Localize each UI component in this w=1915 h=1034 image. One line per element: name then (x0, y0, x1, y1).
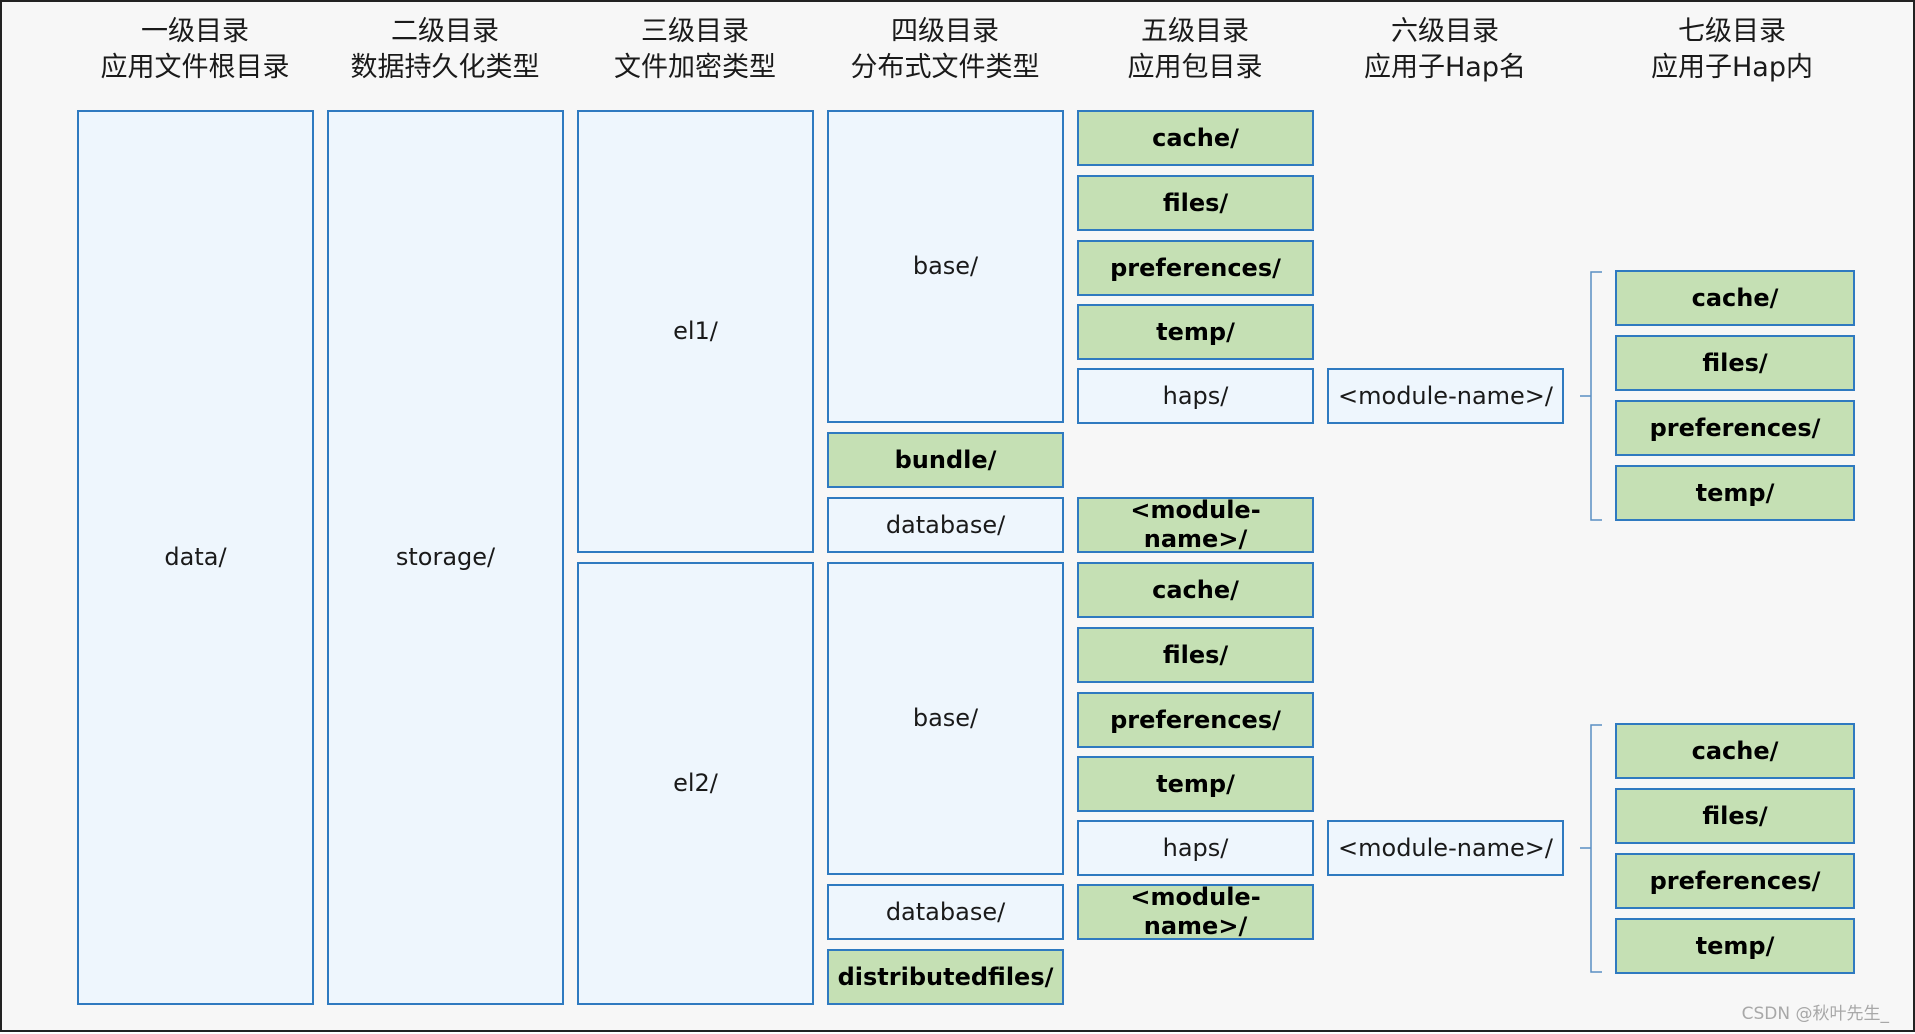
header-level-4-subtitle: 分布式文件类型 (850, 52, 1040, 83)
dir-storage-label: storage/ (395, 543, 496, 571)
dir-el1-database-module-name-line1: <module- (1130, 496, 1261, 524)
header-level-2: 二级目录 数据持久化类型 (315, 14, 575, 86)
dir-el1-base-files-label: files/ (1162, 188, 1229, 217)
dir-el1-base-haps-label: haps/ (1162, 381, 1229, 410)
dir-storage: storage/ (327, 110, 564, 1005)
dir-el1-database-module-name: <module- name>/ (1077, 496, 1314, 553)
header-level-3-subtitle: 文件加密类型 (614, 52, 776, 83)
header-level-6: 六级目录 应用子Hap名 (1315, 14, 1575, 86)
dir-el2: el2/ (577, 562, 814, 1005)
dir-el1-base-temp-label: temp/ (1156, 317, 1235, 346)
dir-el2-database-module-name-line2: name>/ (1143, 912, 1248, 940)
dir-el2-module-files: files/ (1615, 788, 1855, 844)
dir-el1-label: el1/ (673, 317, 718, 345)
header-level-2-title: 二级目录 (391, 16, 499, 47)
dir-el1-base-files: files/ (1077, 175, 1314, 231)
dir-el2-database: database/ (827, 884, 1064, 940)
dir-el1-database: database/ (827, 497, 1064, 553)
dir-el1-base-cache: cache/ (1077, 110, 1314, 166)
dir-el1-base-label: base/ (912, 252, 979, 280)
dir-el1-base: base/ (827, 110, 1064, 423)
dir-el2-module-cache: cache/ (1615, 723, 1855, 779)
dir-el1-module-cache-label: cache/ (1691, 283, 1779, 312)
dir-el1-module-preferences: preferences/ (1615, 400, 1855, 456)
header-level-2-subtitle: 数据持久化类型 (350, 52, 540, 83)
dir-el1-base-temp: temp/ (1077, 304, 1314, 360)
header-level-1-title: 一级目录 (141, 16, 249, 47)
dir-el2-haps-module-name: <module-name>/ (1327, 820, 1564, 876)
dir-el2-base-label: base/ (912, 704, 979, 732)
dir-el2-base-temp: temp/ (1077, 756, 1314, 812)
dir-data-label: data/ (164, 543, 227, 571)
dir-el2-base-cache: cache/ (1077, 562, 1314, 618)
dir-el1-base-cache-label: cache/ (1152, 123, 1239, 152)
header-level-4: 四级目录 分布式文件类型 (815, 14, 1075, 86)
dir-el2-base-preferences-label: preferences/ (1110, 705, 1281, 734)
dir-el1-database-module-name-line2: name>/ (1143, 525, 1248, 553)
dir-el2-database-label: database/ (885, 897, 1006, 926)
header-level-6-title: 六级目录 (1391, 16, 1499, 47)
dir-el2-distributedfiles: distributedfiles/ (827, 949, 1064, 1005)
dir-el2-module-preferences: preferences/ (1615, 853, 1855, 909)
dir-el1-module-preferences-label: preferences/ (1649, 413, 1821, 442)
dir-el2-base-haps-label: haps/ (1162, 833, 1229, 862)
dir-el2-base-temp-label: temp/ (1156, 769, 1235, 798)
dir-el1-base-preferences: preferences/ (1077, 240, 1314, 296)
dir-el1-bundle: bundle/ (827, 432, 1064, 488)
dir-el1-module-files: files/ (1615, 335, 1855, 391)
dir-el2-module-files-label: files/ (1702, 801, 1768, 830)
header-level-5-title: 五级目录 (1141, 16, 1249, 47)
header-level-7-title: 七级目录 (1678, 16, 1786, 47)
header-level-1: 一级目录 应用文件根目录 (65, 14, 325, 86)
header-level-3: 三级目录 文件加密类型 (565, 14, 825, 86)
dir-el2-haps-module-name-label: <module-name>/ (1338, 833, 1553, 862)
dir-el2-base-cache-label: cache/ (1152, 575, 1239, 604)
dir-el2-module-cache-label: cache/ (1691, 736, 1779, 765)
header-level-1-subtitle: 应用文件根目录 (100, 52, 290, 83)
header-level-4-title: 四级目录 (891, 16, 999, 47)
dir-el2-base-files-label: files/ (1162, 640, 1229, 669)
dir-el2-base-haps: haps/ (1077, 820, 1314, 876)
dir-data: data/ (77, 110, 314, 1005)
dir-el1-module-temp: temp/ (1615, 465, 1855, 521)
bracket-el2 (1580, 724, 1602, 973)
dir-el1-database-label: database/ (885, 510, 1006, 539)
dir-el2-distributedfiles-label: distributedfiles/ (837, 962, 1054, 991)
dir-el1-base-haps: haps/ (1077, 368, 1314, 424)
header-level-6-subtitle: 应用子Hap名 (1364, 52, 1526, 83)
dir-el1-bundle-label: bundle/ (894, 445, 997, 474)
dir-el1-module-temp-label: temp/ (1695, 478, 1775, 507)
bracket-el1 (1580, 271, 1602, 521)
dir-el1: el1/ (577, 110, 814, 553)
dir-el2-database-module-name: <module- name>/ (1077, 883, 1314, 940)
header-level-7: 七级目录 应用子Hap内 (1602, 14, 1862, 86)
dir-el2-base: base/ (827, 562, 1064, 875)
header-level-7-subtitle: 应用子Hap内 (1651, 52, 1813, 83)
dir-el1-haps-module-name-label: <module-name>/ (1338, 381, 1553, 410)
dir-el2-database-module-name-line1: <module- (1130, 883, 1261, 911)
header-level-3-title: 三级目录 (641, 16, 749, 47)
header-level-5-subtitle: 应用包目录 (1127, 52, 1263, 83)
dir-el2-base-files: files/ (1077, 627, 1314, 683)
watermark: CSDN @秋叶先生_ (1741, 1004, 1889, 1024)
dir-el2-module-temp: temp/ (1615, 918, 1855, 974)
dir-el2-module-temp-label: temp/ (1695, 931, 1775, 960)
header-level-5: 五级目录 应用包目录 (1065, 14, 1325, 86)
dir-el1-module-cache: cache/ (1615, 270, 1855, 326)
dir-el2-module-preferences-label: preferences/ (1649, 866, 1821, 895)
dir-el1-haps-module-name: <module-name>/ (1327, 368, 1564, 424)
dir-el1-base-preferences-label: preferences/ (1110, 253, 1281, 282)
dir-el1-module-files-label: files/ (1702, 348, 1768, 377)
dir-el2-base-preferences: preferences/ (1077, 692, 1314, 748)
dir-el2-label: el2/ (673, 769, 718, 797)
